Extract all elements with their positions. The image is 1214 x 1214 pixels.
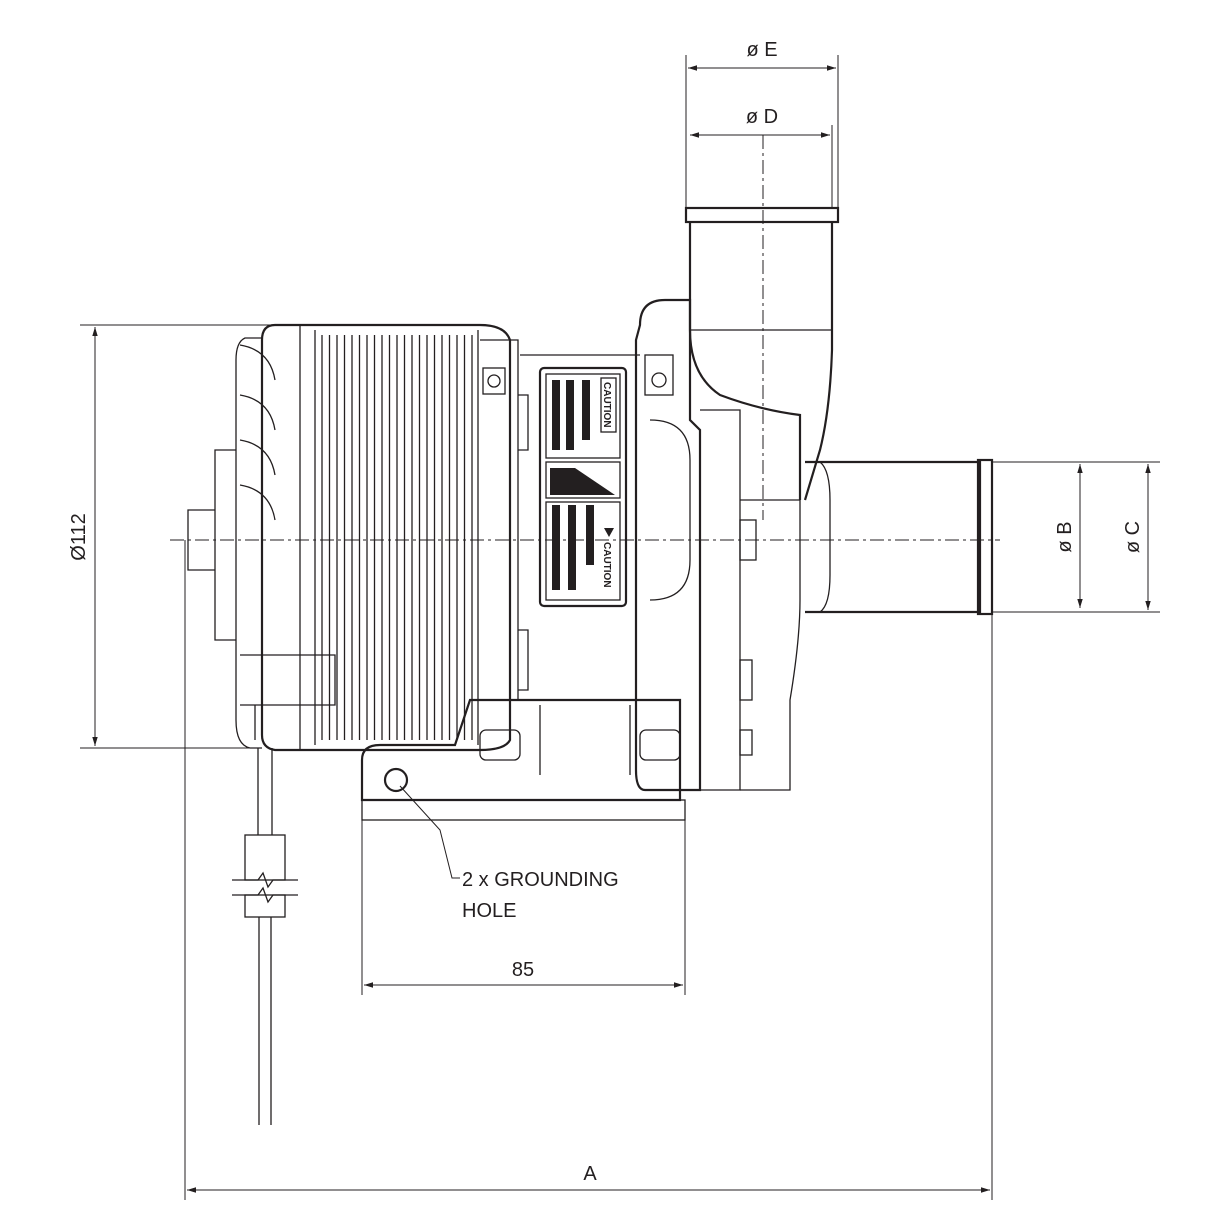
label-dia-112: Ø112 (68, 513, 90, 560)
label-dia-b: ø B (1054, 521, 1076, 552)
label-dia-c: ø C (1122, 521, 1144, 553)
warning-caution-text-bottom: CAUTION (601, 542, 612, 588)
warning-triangle-icon (604, 528, 614, 537)
warning-text-mark (552, 505, 560, 590)
warning-text-mark (566, 380, 574, 450)
warning-caution-text-top: CAUTION (601, 382, 612, 428)
label-grounding-line2: HOLE (462, 900, 516, 922)
warning-text-mark (586, 505, 594, 565)
grounding-hole (383, 767, 409, 793)
power-cable (232, 748, 298, 1125)
mounting-base (360, 698, 686, 821)
warning-label (538, 366, 628, 608)
label-grounding-line1: 2 x GROUNDING (462, 869, 619, 891)
label-dia-e: ø E (746, 39, 777, 61)
warning-header-box (600, 377, 617, 433)
label-dim-85: 85 (512, 959, 534, 981)
dimension-lines (80, 55, 1160, 1200)
warning-text-mark (582, 380, 590, 440)
bolt-left (479, 729, 521, 761)
label-dia-d: ø D (746, 106, 778, 128)
vertical-outlet-pipe (684, 206, 840, 501)
warning-text-mark (552, 380, 560, 450)
pump-housing: CAUTION CAUTION (520, 298, 801, 792)
warning-text-mark (568, 505, 576, 590)
horizontal-inlet-pipe (805, 458, 994, 616)
motor (187, 323, 529, 752)
bolt-right (639, 729, 681, 761)
label-dim-a: A (583, 1163, 597, 1185)
